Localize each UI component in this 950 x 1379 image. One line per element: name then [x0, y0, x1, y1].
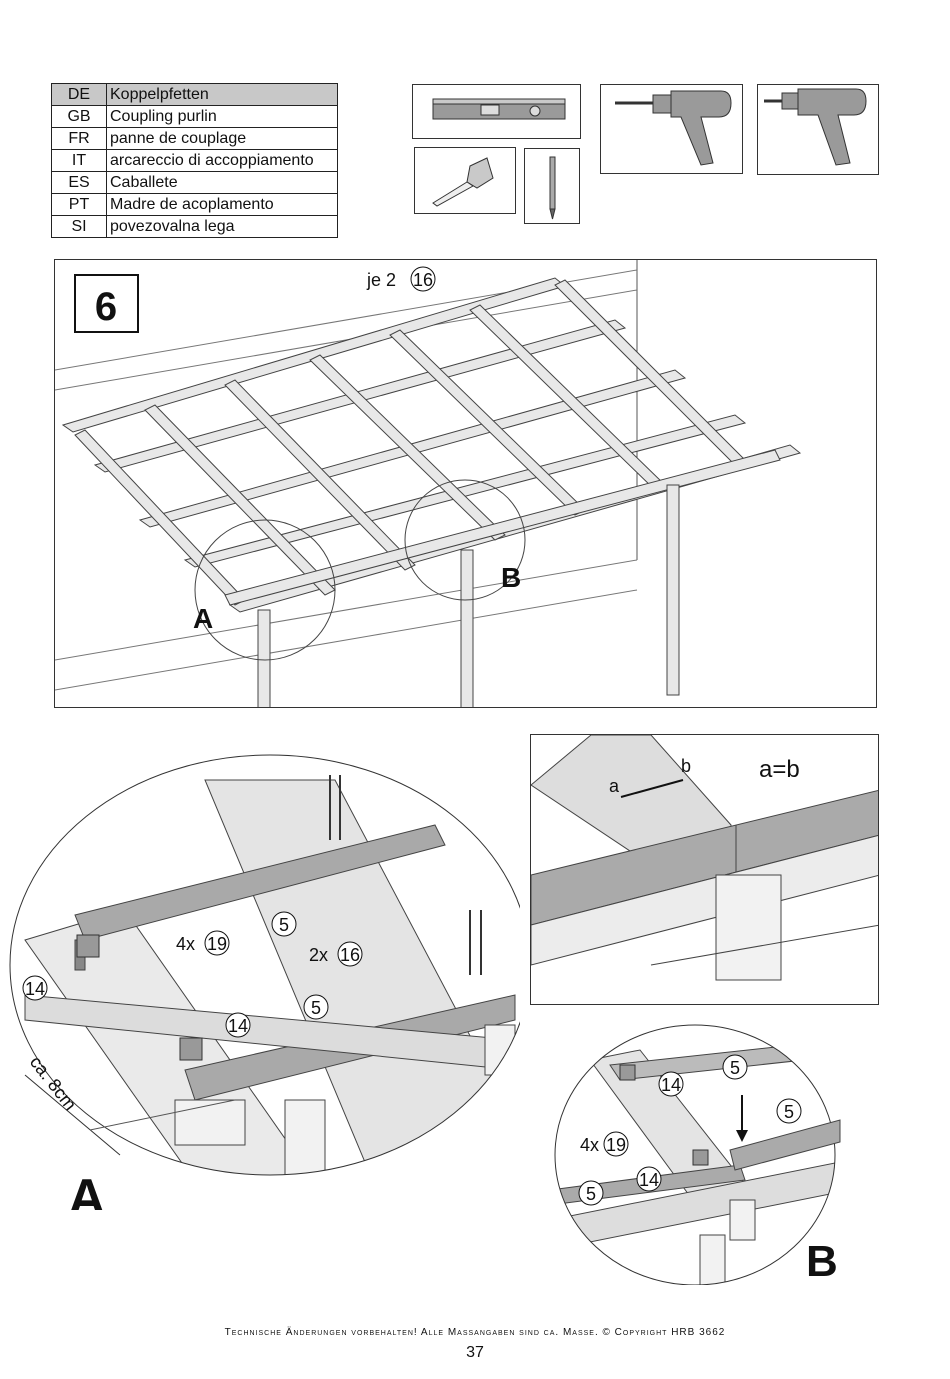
- pencil-icon: [549, 156, 556, 220]
- detail-a-marker: A: [193, 603, 213, 634]
- spirit-level-box: [412, 84, 581, 139]
- step-overview-panel: 6 je 2 16 A B: [54, 259, 877, 708]
- detail-a-part-19: 19: [207, 934, 227, 954]
- tape-measure-icon: [432, 157, 494, 207]
- detail-a-drawing: 5 5 4x 19 2x 16 14 14 ca. 8cm A: [9, 754, 531, 1227]
- detail-b-drawing: 5 5 5 14 14 4x 19 B: [554, 1024, 841, 1286]
- detail-a-part-5-lower: 5: [311, 998, 321, 1018]
- label-a: a: [609, 776, 620, 796]
- detail-a-part-5-upper: 5: [279, 915, 289, 935]
- tape-measure-box: [414, 147, 516, 214]
- detail-b-marker: B: [501, 562, 521, 593]
- detail-b-part-14-upper: 14: [661, 1075, 681, 1095]
- detail-b-panel: 5 5 5 14 14 4x 19 B: [550, 1020, 850, 1286]
- detail-a-qty-16: 2x: [309, 945, 328, 965]
- footer-note: Technische Änderungen vorbehalten! Alle …: [224, 1327, 726, 1338]
- spirit-level-icon: [432, 98, 566, 120]
- page-number: 37: [466, 1344, 484, 1361]
- detail-a-qty-19: 4x: [176, 934, 195, 954]
- detail-a-part-14-right: 14: [228, 1016, 248, 1036]
- label-b: b: [681, 756, 691, 776]
- screwdriver-box: [757, 84, 879, 175]
- detail-b-part-5-top: 5: [730, 1058, 740, 1078]
- pergola-overview-drawing: 6 je 2 16 A B: [55, 260, 802, 707]
- detail-ab-panel: a b a=b: [530, 734, 879, 1005]
- detail-a-part-16: 16: [340, 945, 360, 965]
- detail-a-letter: A: [68, 1169, 106, 1210]
- je-part-number: 16: [413, 270, 433, 290]
- detail-b-part-14-lower: 14: [639, 1170, 659, 1190]
- je-label: je 2: [366, 270, 396, 290]
- detail-a-part-14-left: 14: [25, 979, 45, 999]
- screwdriver-icon: [764, 88, 867, 166]
- step-number: 6: [95, 285, 117, 329]
- detail-ab-drawing: a b a=b: [531, 735, 878, 981]
- drill-icon: [615, 90, 732, 166]
- drill-box: [600, 84, 743, 174]
- detail-b-letter: B: [806, 1237, 838, 1285]
- step-number-box: [74, 274, 139, 333]
- formula-a-equals-b: a=b: [759, 756, 800, 783]
- detail-b-part-5-right: 5: [784, 1102, 794, 1122]
- detail-b-part-19: 19: [606, 1135, 626, 1155]
- detail-b-qty-19: 4x: [580, 1135, 599, 1155]
- detail-b-part-5-left: 5: [586, 1184, 596, 1204]
- detail-a-panel: 5 5 4x 19 2x 16 14 14 ca. 8cm A: [5, 740, 531, 1227]
- pencil-box: [524, 148, 580, 224]
